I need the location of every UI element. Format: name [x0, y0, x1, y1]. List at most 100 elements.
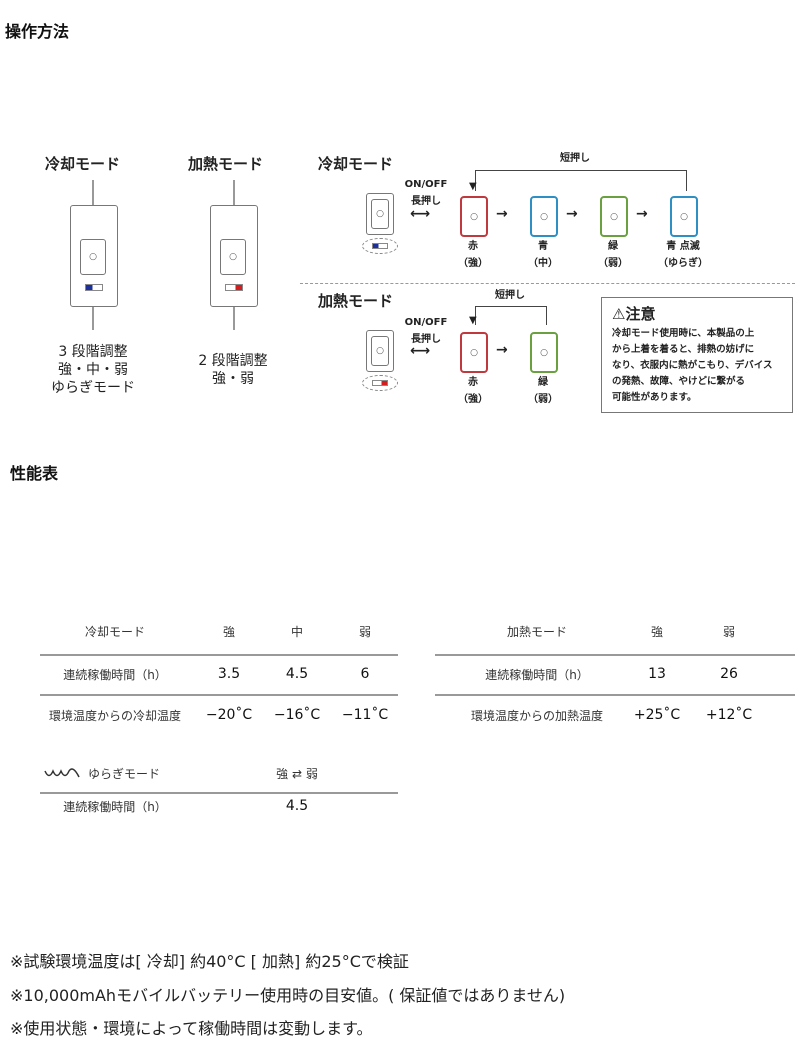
indicator-callout — [362, 375, 398, 391]
power-button: ○ — [220, 239, 246, 275]
caution-line: から上着を着ると、排熱の妨げに — [612, 344, 755, 355]
mode-button: ○ — [460, 196, 488, 237]
step-color: 青 — [538, 241, 548, 252]
power-button: ○ — [80, 239, 106, 275]
th: 強 ⇄ 弱 — [276, 767, 318, 781]
indicator-red — [225, 284, 243, 291]
section-title-performance: 性能表 — [10, 464, 59, 483]
step-color: 緑 — [538, 377, 548, 388]
step-mode: （強） — [458, 258, 488, 269]
heat-desc-2: 強・弱 — [212, 371, 254, 387]
th: 弱 — [358, 625, 372, 639]
section-title-operation: 操作方法 — [5, 22, 70, 41]
td: 環境温度からの加熱温度 — [470, 709, 604, 723]
power-icon: ○ — [229, 252, 237, 262]
caution-line: なり、衣服内に熱がこもり、デバイス — [612, 360, 773, 371]
short-press-bracket — [475, 170, 687, 191]
caution-line: の発熱、故障、やけどに繋がる — [612, 376, 746, 387]
power-icon: ○ — [610, 211, 618, 222]
right-arrow-icon: → — [496, 342, 508, 358]
mode-button: ○ — [600, 196, 628, 237]
cool-desc-1: 3 段階調整 — [58, 344, 128, 360]
th: 強 — [222, 625, 236, 639]
controller-device: ○ — [210, 205, 258, 307]
down-arrow-icon: ▼ — [469, 181, 477, 192]
right-arrow-icon: → — [636, 206, 648, 222]
cool-desc-3: ゆらぎモード — [51, 380, 135, 396]
td: 26 — [720, 666, 738, 682]
step-color: 青 点滅 — [666, 241, 700, 252]
step-mode: （強） — [458, 394, 488, 405]
th: 強 — [650, 625, 664, 639]
step-mode: （弱） — [598, 258, 628, 269]
down-arrow-icon: ▼ — [469, 315, 477, 326]
td: 連続稼働時間（h） — [63, 668, 167, 682]
right-arrow-icon: → — [496, 206, 508, 222]
td: 連続稼働時間（h） — [63, 800, 167, 814]
td: −16˚C — [273, 707, 321, 723]
wave-icon — [44, 768, 80, 778]
onoff-label: ON/OFF — [404, 317, 448, 328]
step-mode: （中） — [528, 258, 558, 269]
cool-desc-2: 強・中・弱 — [58, 362, 128, 378]
caution-title: 注意 — [625, 305, 656, 323]
footnote: ※使用状態・環境によって稼働時間は変動します。 — [10, 1019, 373, 1038]
long-press-label: 長押し — [411, 196, 441, 207]
td: 4.5 — [285, 798, 309, 814]
warning-icon: ⚠ — [612, 305, 626, 323]
power-icon: ○ — [470, 211, 478, 222]
th: 冷却モード — [84, 625, 146, 639]
double-arrow-icon: ⟷ — [410, 206, 431, 222]
footnote: ※試験環境温度は[ 冷却] 約40°C [ 加熱] 約25°Cで検証 — [10, 952, 409, 971]
footnote: ※10,000mAhモバイルバッテリー使用時の目安値。( 保証値ではありません) — [10, 986, 566, 1005]
controller-small: ○ — [366, 193, 394, 235]
step-color: 緑 — [608, 241, 618, 252]
td: 連続稼働時間（h） — [485, 668, 589, 682]
power-icon: ○ — [376, 209, 384, 219]
mode-button: ○ — [530, 332, 558, 373]
th: 中 — [290, 625, 304, 639]
td: 3.5 — [217, 666, 241, 682]
td: 環境温度からの冷却温度 — [48, 709, 182, 723]
th: 加熱モード — [506, 625, 568, 639]
right-arrow-icon: → — [566, 206, 578, 222]
caution-line: 冷却モード使用時に、本製品の上 — [612, 328, 755, 339]
flow-heat-title: 加熱モード — [318, 292, 394, 310]
divider — [300, 283, 795, 284]
cool-mode-title: 冷却モード — [45, 155, 121, 173]
double-arrow-icon: ⟷ — [410, 343, 431, 359]
power-icon: ○ — [470, 347, 478, 358]
controller-device: ○ — [70, 205, 118, 307]
th: 弱 — [722, 625, 736, 639]
indicator-callout — [362, 238, 398, 254]
heat-desc-1: 2 段階調整 — [198, 353, 268, 369]
step-mode: （ゆらぎ） — [658, 258, 708, 269]
heat-mode-title: 加熱モード — [188, 155, 264, 173]
step-color: 赤 — [468, 241, 478, 252]
mode-button: ○ — [530, 196, 558, 237]
td: −20˚C — [205, 707, 253, 723]
power-icon: ○ — [540, 347, 548, 358]
th: ゆらぎモード — [88, 767, 161, 781]
power-icon: ○ — [540, 211, 548, 222]
short-press-bracket — [475, 306, 547, 325]
indicator-blue — [85, 284, 103, 291]
mode-button: ○ — [670, 196, 698, 237]
td: +25˚C — [633, 707, 681, 723]
td: 4.5 — [285, 666, 309, 682]
controller-small: ○ — [366, 330, 394, 372]
step-color: 赤 — [468, 377, 478, 388]
step-mode: （弱） — [528, 394, 558, 405]
onoff-label: ON/OFF — [404, 179, 448, 190]
power-icon: ○ — [680, 211, 688, 222]
short-press-label: 短押し — [495, 290, 525, 301]
caution-line: 可能性があります。 — [612, 392, 697, 403]
td: −11˚C — [341, 707, 389, 723]
short-press-label: 短押し — [560, 153, 590, 164]
td: 13 — [648, 666, 666, 682]
td: +12˚C — [705, 707, 753, 723]
mode-button: ○ — [460, 332, 488, 373]
caution-box: ⚠注意 冷却モード使用時に、本製品の上 から上着を着ると、排熱の妨げに なり、衣… — [601, 297, 793, 413]
power-icon: ○ — [376, 346, 384, 356]
